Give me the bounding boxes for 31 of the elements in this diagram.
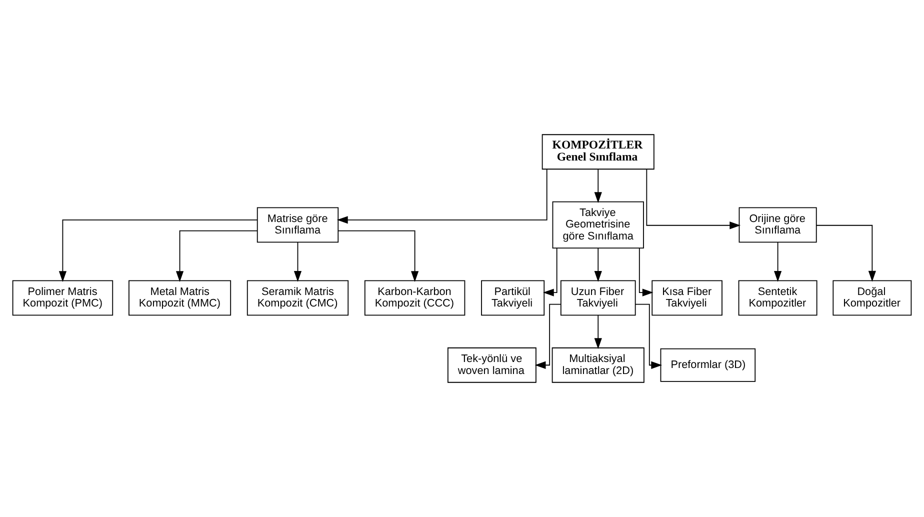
arrow xyxy=(294,242,302,282)
arrow xyxy=(542,248,558,296)
arrow xyxy=(634,304,662,369)
arrow xyxy=(774,242,782,282)
node-box: Karbon-Karbon Kompozit (CCC) xyxy=(364,280,466,316)
node-box: Partikül Takviyeli xyxy=(481,280,545,316)
node-box: Doğal Kompozitler xyxy=(832,280,912,316)
node-box: Metal Matris Kompozit (MMC) xyxy=(128,280,232,316)
arrow xyxy=(638,248,654,296)
arrow xyxy=(58,219,258,282)
arrow xyxy=(594,314,602,350)
node-box: Matrise göre Sınıflama xyxy=(256,207,339,243)
node-box: Uzun Fiber Takviyeli xyxy=(560,280,636,316)
node-box: Orijine göre Sınıflama xyxy=(738,207,817,243)
node-box: KOMPOZİTLER Genel Sınıflama xyxy=(542,134,654,170)
node-box: Takviye Geometrisine göre Sınıflama xyxy=(552,201,644,249)
arrow xyxy=(534,304,562,369)
node-box: Preformlar (3D) xyxy=(660,348,756,382)
arrow xyxy=(336,168,548,224)
node-box: Polimer Matris Kompozit (PMC) xyxy=(12,280,114,316)
arrow xyxy=(594,168,602,204)
node-box: Sentetik Kompozitler xyxy=(738,280,818,316)
node-box: Kısa Fiber Takviyeli xyxy=(652,280,722,316)
arrow xyxy=(594,248,602,282)
node-box: Tek-yönlü ve woven lamina xyxy=(447,347,536,383)
node-box: Seramik Matris Kompozit (CMC) xyxy=(246,280,349,316)
arrow xyxy=(176,230,258,282)
node-box: Multiaksiyal laminatlar (2D) xyxy=(552,347,644,383)
arrow xyxy=(338,230,419,282)
arrow xyxy=(646,168,741,230)
arrow xyxy=(816,224,876,282)
